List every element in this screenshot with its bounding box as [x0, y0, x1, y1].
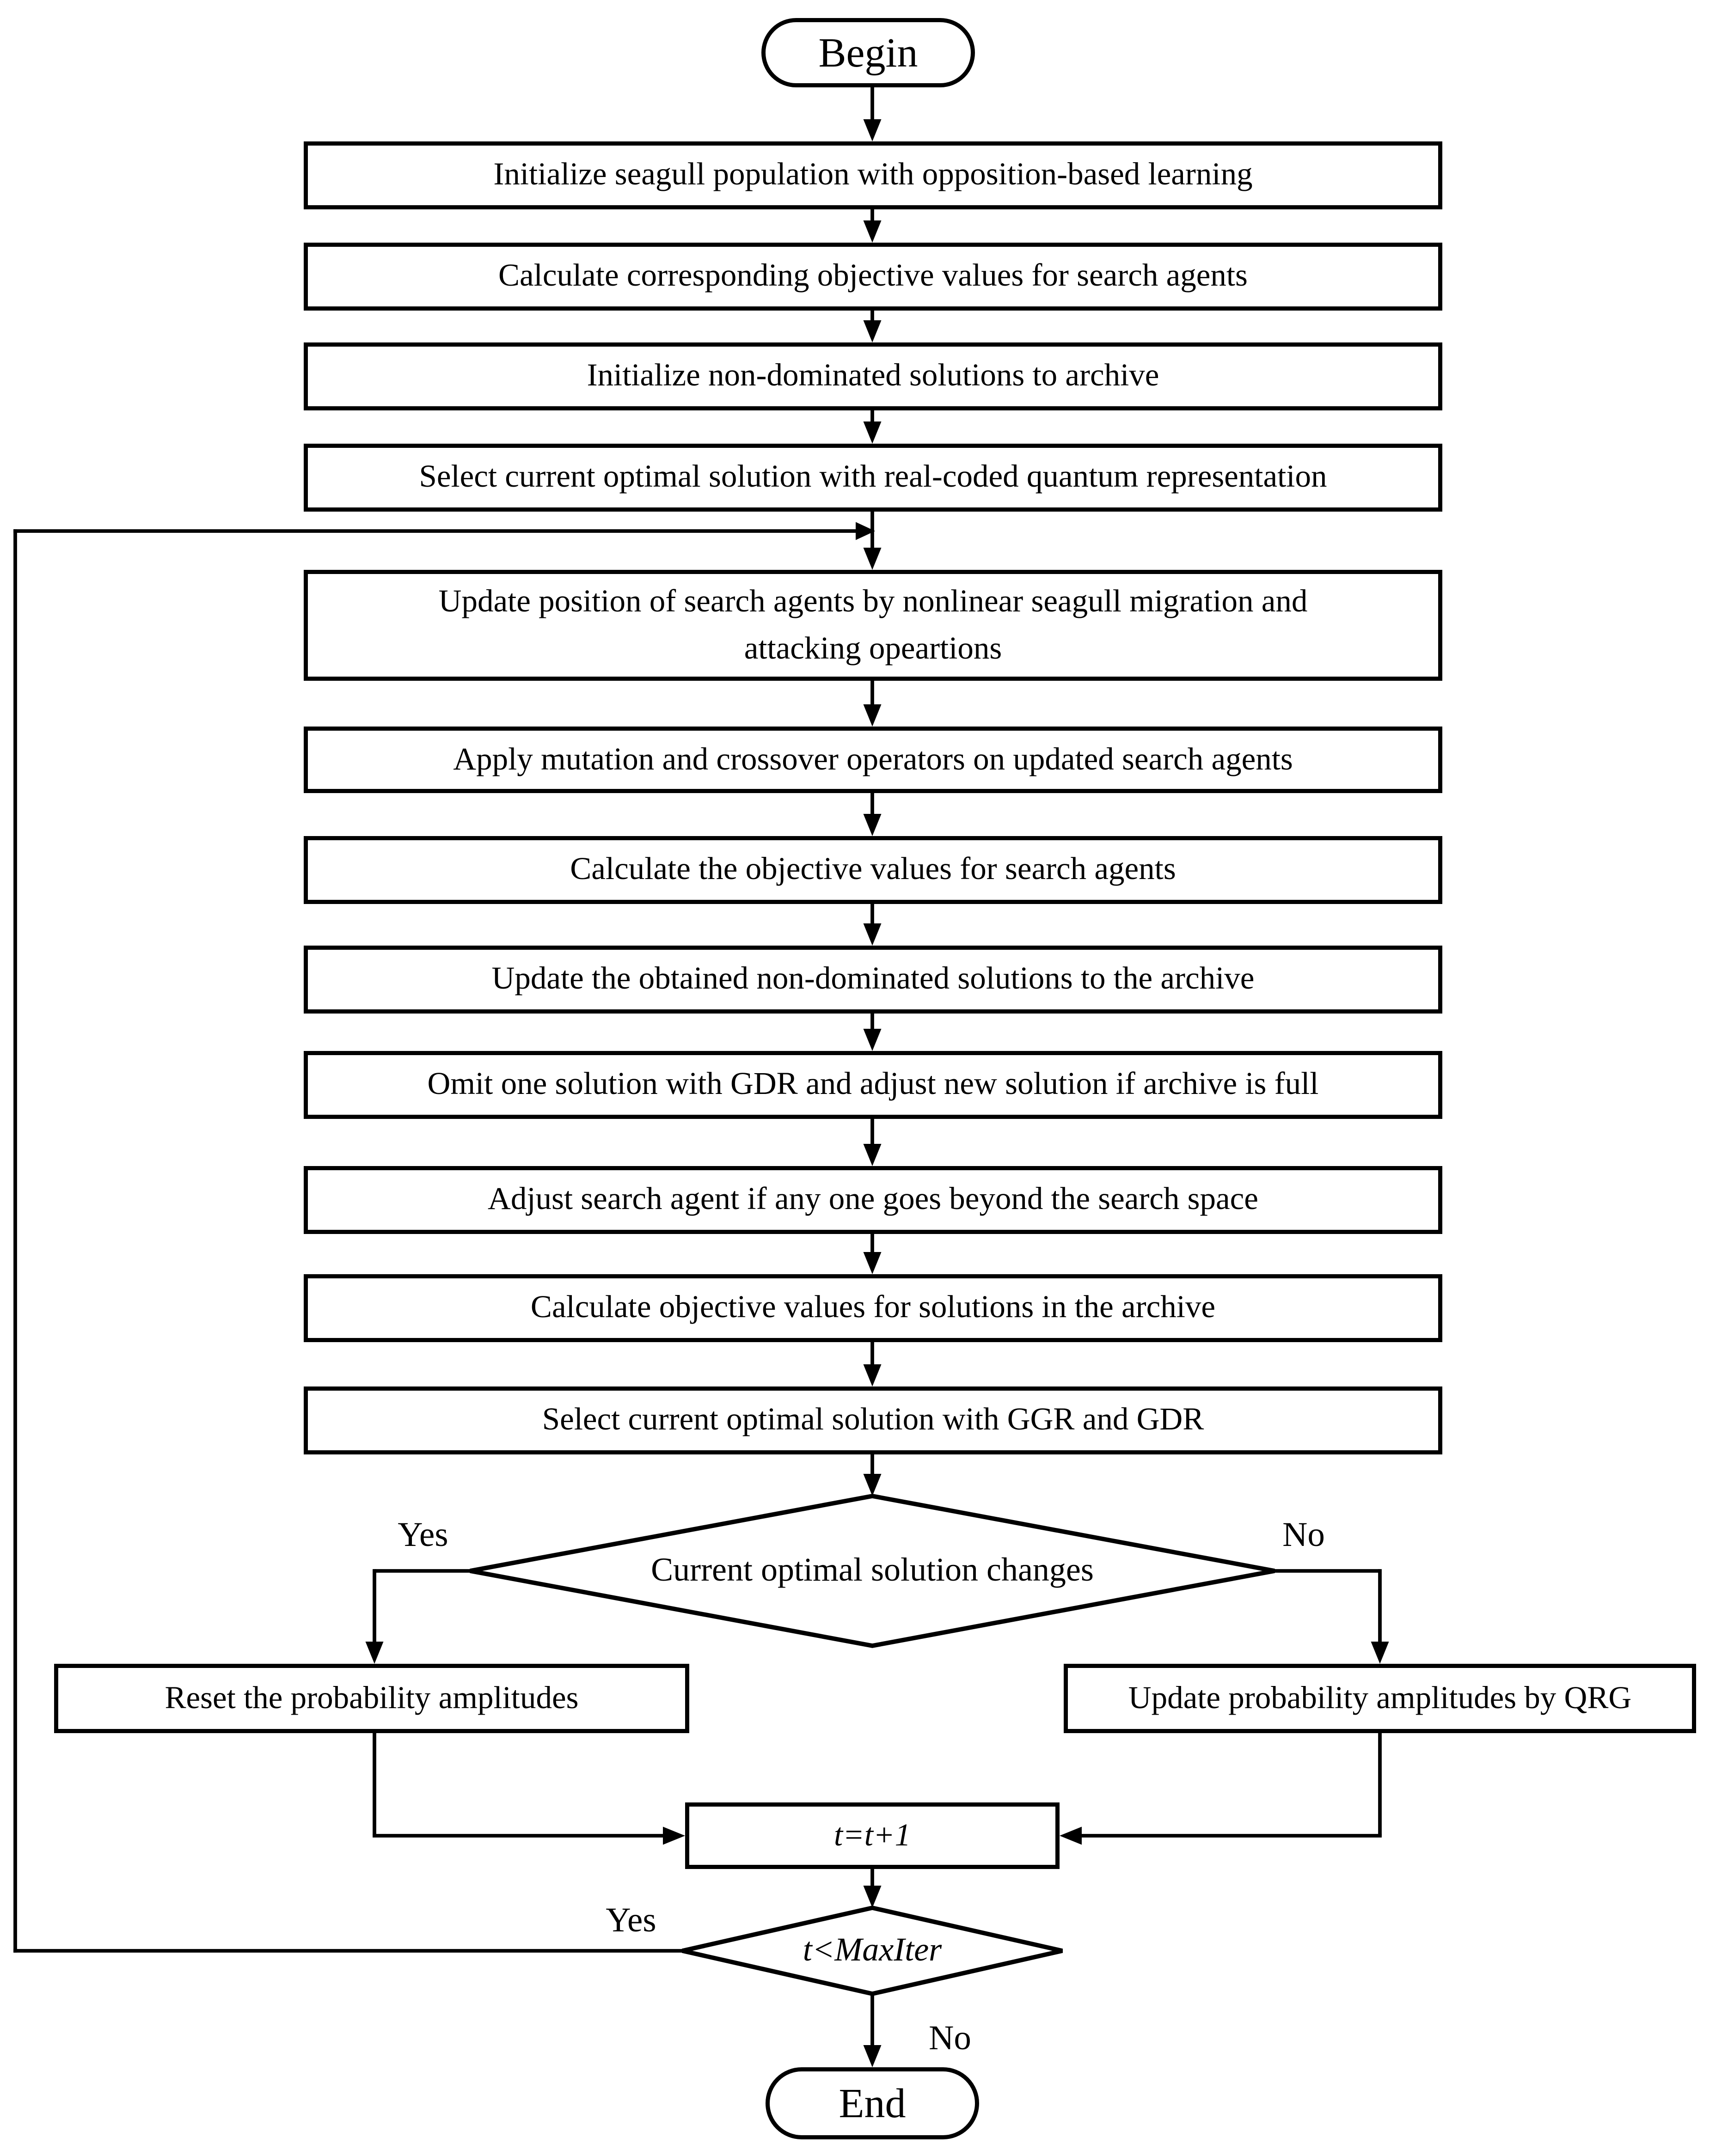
arrowhead [863, 548, 882, 570]
process-select-optimal-quantum: Select current optimal solution with rea… [304, 444, 1442, 512]
arrowhead [863, 1252, 882, 1274]
decision2-label: t<MaxIter [803, 1932, 942, 1968]
end-terminal: End [766, 2067, 979, 2139]
arrowhead [863, 2045, 882, 2067]
decision1-no-label: No [1282, 1517, 1325, 1554]
begin-terminal: Begin [761, 18, 975, 87]
process-update-archive: Update the obtained non-dominated soluti… [304, 946, 1442, 1014]
arrowhead [863, 704, 882, 727]
arrowhead [863, 421, 882, 444]
process-init-population: Initialize seagull population with oppos… [304, 141, 1442, 209]
arrowhead [1060, 1826, 1082, 1845]
arrowheads [365, 119, 1389, 2067]
decision2-diamond [681, 1906, 1063, 1996]
edge-reset-to-increment [373, 1733, 666, 1838]
edge-decision2-yes-loop [13, 529, 856, 1953]
arrowhead [663, 1826, 685, 1845]
arrowhead [863, 1144, 882, 1166]
process-update-position: Update position of search agents by nonl… [304, 570, 1442, 681]
process-calc-objective-agents: Calculate the objective values for searc… [304, 836, 1442, 904]
process-select-optimal-ggr: Select current optimal solution with GGR… [304, 1386, 1442, 1454]
process-calc-objective-initial: Calculate corresponding objective values… [304, 243, 1442, 311]
arrowhead [365, 1642, 384, 1664]
process-adjust-agent: Adjust search agent if any one goes beyo… [304, 1166, 1442, 1234]
arrowhead [856, 522, 875, 540]
decision1-diamond [470, 1494, 1275, 1648]
process-calc-objective-archive: Calculate objective values for solutions… [304, 1274, 1442, 1342]
arrowhead [863, 119, 882, 141]
arrowhead [863, 220, 882, 243]
process-omit-solution: Omit one solution with GDR and adjust ne… [304, 1051, 1442, 1119]
process-mutation-crossover: Apply mutation and crossover operators o… [304, 727, 1442, 793]
arrowhead [863, 814, 882, 836]
arrowhead [1371, 1642, 1389, 1664]
arrowhead [863, 1364, 882, 1386]
arrowhead [863, 1474, 882, 1496]
decision1-label: Current optimal solution changes [651, 1552, 1094, 1588]
arrowhead [863, 1029, 882, 1051]
edge-decision1-no-branch [1275, 1569, 1382, 1644]
process-update-amplitudes-qrg: Update probability amplitudes by QRG [1064, 1664, 1696, 1733]
process-init-archive: Initialize non-dominated solutions to ar… [304, 342, 1442, 410]
arrowhead [863, 320, 882, 342]
arrowhead [863, 923, 882, 946]
process-reset-amplitudes: Reset the probability amplitudes [54, 1664, 689, 1733]
decision2-no-label: No [929, 2020, 971, 2058]
decision1-yes-label: Yes [398, 1517, 448, 1554]
edge-qrg-to-increment [1079, 1733, 1382, 1838]
edge-decision1-yes-branch [373, 1569, 470, 1644]
decision2-yes-label: Yes [606, 1902, 656, 1940]
arrowhead [863, 1886, 882, 1908]
process-increment-iteration: t=t+1 [685, 1802, 1060, 1869]
